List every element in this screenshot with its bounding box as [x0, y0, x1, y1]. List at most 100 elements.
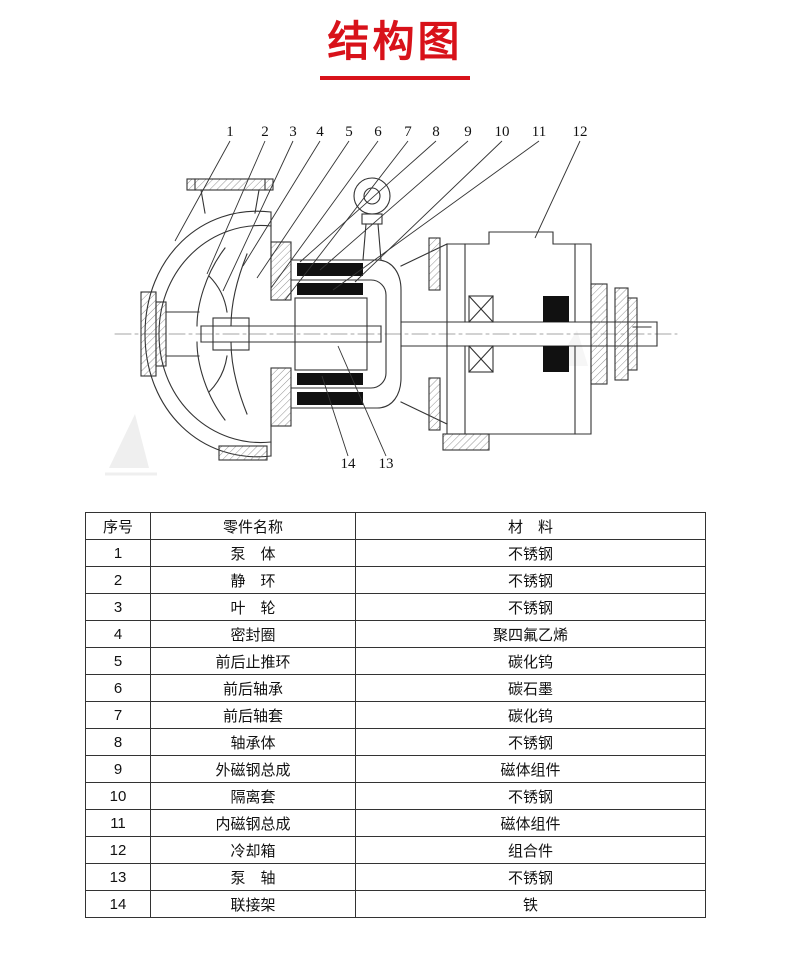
cell-index: 3 — [85, 593, 151, 621]
table-row: 4 密封圈 聚四氟乙烯 — [85, 620, 706, 648]
cell-part-name: 静 环 — [150, 566, 356, 594]
part-number-label: 1 — [226, 124, 234, 140]
leader-line — [321, 375, 349, 457]
cell-index: 12 — [85, 836, 151, 864]
table-row: 3 叶 轮 不锈钢 — [85, 593, 706, 621]
cell-part-name: 密封圈 — [150, 620, 356, 648]
inner-magnet-rotor — [294, 297, 368, 371]
cell-part-name: 泵 体 — [150, 539, 356, 567]
part-number-label: 7 — [404, 124, 412, 140]
col-header-part-name: 零件名称 — [150, 512, 356, 540]
lifting-eye — [353, 177, 391, 261]
bearing-housing — [446, 231, 608, 435]
cell-part-name: 前后止推环 — [150, 647, 356, 675]
cell-material: 组合件 — [355, 836, 706, 864]
leader-line — [319, 140, 469, 271]
suction-flange — [140, 291, 200, 377]
pump-shaft — [200, 325, 382, 343]
col-header-material: 材 料 — [355, 512, 706, 540]
part-number-label: 9 — [464, 124, 472, 140]
table-row: 6 前后轴承 碳石墨 — [85, 674, 706, 702]
leader-line — [256, 140, 350, 279]
leader-line — [354, 140, 503, 283]
support-feet — [218, 433, 490, 461]
part-number-label: 8 — [432, 124, 440, 140]
part-number-label: 12 — [573, 124, 588, 140]
cell-material: 不锈钢 — [355, 539, 706, 567]
table-row: 13 泵 轴 不锈钢 — [85, 863, 706, 891]
cell-part-name: 叶 轮 — [150, 593, 356, 621]
cell-material: 碳石墨 — [355, 674, 706, 702]
cell-material: 聚四氟乙烯 — [355, 620, 706, 648]
col-header-index: 序号 — [85, 512, 151, 540]
table-row: 1 泵 体 不锈钢 — [85, 539, 706, 567]
cell-material: 碳化钨 — [355, 647, 706, 675]
cell-material: 不锈钢 — [355, 566, 706, 594]
part-number-label: 4 — [316, 124, 324, 140]
part-number-label: 13 — [379, 456, 394, 472]
cell-material: 不锈钢 — [355, 863, 706, 891]
cell-material: 碳化钨 — [355, 701, 706, 729]
cell-part-name: 内磁钢总成 — [150, 809, 356, 837]
table-row: 5 前后止推环 碳化钨 — [85, 647, 706, 675]
leader-line — [337, 345, 387, 457]
table-row: 9 外磁钢总成 磁体组件 — [85, 755, 706, 783]
cell-material: 不锈钢 — [355, 782, 706, 810]
cell-index: 10 — [85, 782, 151, 810]
cell-material: 铁 — [355, 890, 706, 918]
leader-line — [206, 140, 266, 275]
leader-line — [174, 140, 231, 242]
magnet-blocks — [297, 263, 363, 405]
part-number-label: 6 — [374, 124, 382, 140]
cell-material: 磁体组件 — [355, 809, 706, 837]
table-row: 12 冷却箱 组合件 — [85, 836, 706, 864]
cell-index: 11 — [85, 809, 151, 837]
cell-material: 不锈钢 — [355, 728, 706, 756]
cell-part-name: 外磁钢总成 — [150, 755, 356, 783]
leader-line — [270, 140, 379, 289]
leader-line — [332, 140, 540, 291]
part-number-label: 5 — [345, 124, 353, 140]
cell-index: 14 — [85, 890, 151, 918]
part-number-label: 14 — [341, 456, 357, 472]
table-row: 2 静 环 不锈钢 — [85, 566, 706, 594]
table-row: 8 轴承体 不锈钢 — [85, 728, 706, 756]
cell-part-name: 前后轴套 — [150, 701, 356, 729]
containment-shell — [290, 279, 387, 389]
table-row: 10 隔离套 不锈钢 — [85, 782, 706, 810]
cell-material: 磁体组件 — [355, 755, 706, 783]
table-row: 11 内磁钢总成 磁体组件 — [85, 809, 706, 837]
cell-index: 9 — [85, 755, 151, 783]
title-underline — [320, 76, 470, 81]
part-number-label: 10 — [495, 124, 510, 140]
leader-line — [534, 140, 581, 239]
leader-line — [299, 140, 437, 263]
cell-index: 13 — [85, 863, 151, 891]
cell-index: 2 — [85, 566, 151, 594]
page-title: 结构图 — [327, 18, 463, 65]
connecting-frame — [400, 237, 448, 431]
cell-material: 不锈钢 — [355, 593, 706, 621]
cell-part-name: 隔离套 — [150, 782, 356, 810]
cell-part-name: 轴承体 — [150, 728, 356, 756]
cell-part-name: 冷却箱 — [150, 836, 356, 864]
cell-index: 4 — [85, 620, 151, 648]
cell-part-name: 泵 轴 — [150, 863, 356, 891]
table-row: 14 联接架 铁 — [85, 890, 706, 918]
cell-index: 8 — [85, 728, 151, 756]
parts-table-body: 1 泵 体 不锈钢 2 静 环 不锈钢 3 叶 轮 不锈钢 4 密封圈 聚四氟乙… — [85, 539, 706, 918]
cell-index: 1 — [85, 539, 151, 567]
leader-line — [222, 140, 294, 292]
part-number-label: 3 — [289, 124, 297, 140]
cell-index: 7 — [85, 701, 151, 729]
table-header-row: 序号 零件名称 材 料 — [85, 512, 706, 540]
cell-index: 6 — [85, 674, 151, 702]
parts-table: 序号 零件名称 材 料 1 泵 体 不锈钢 2 静 环 不锈钢 3 叶 轮 不锈… — [85, 512, 706, 918]
cell-index: 5 — [85, 647, 151, 675]
part-number-label: 2 — [261, 124, 269, 140]
outer-magnet-carrier — [290, 259, 402, 409]
